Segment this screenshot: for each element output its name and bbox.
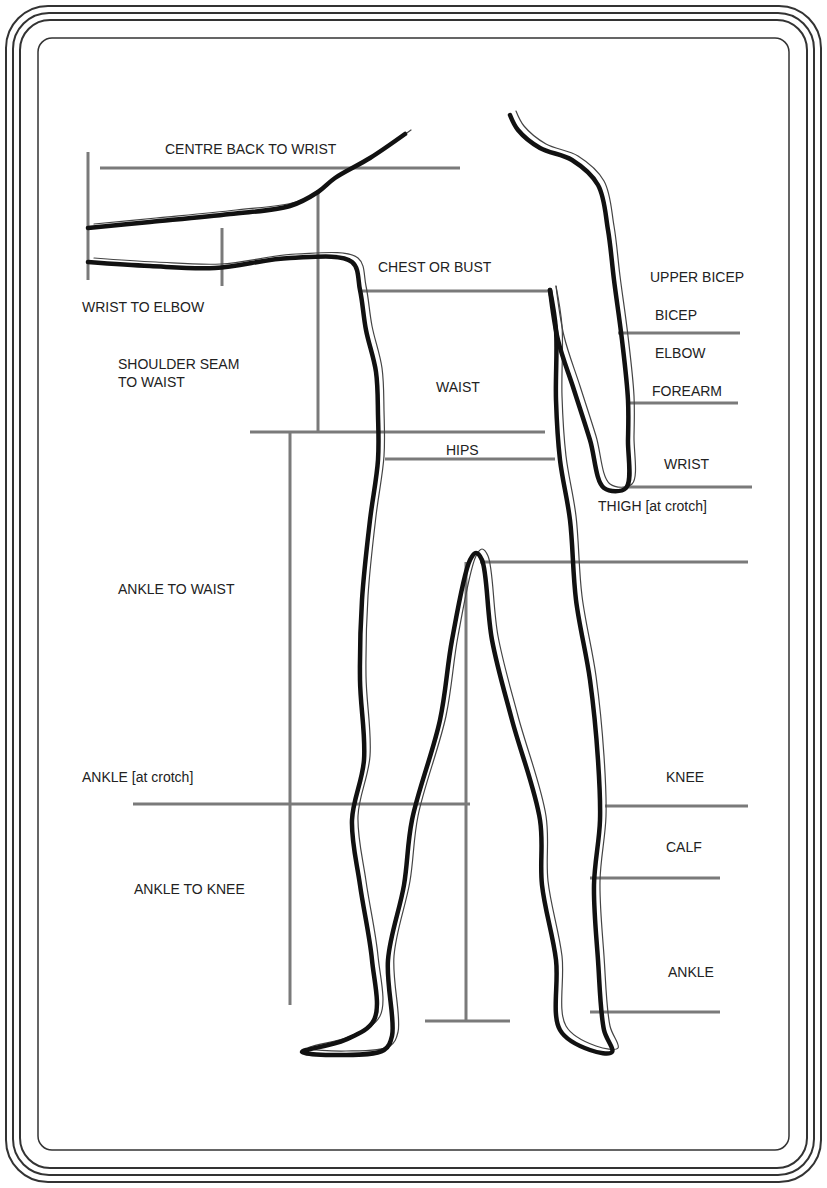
measurement-label: SHOULDER SEAM TO WAIST: [118, 355, 248, 391]
measurement-label: THIGH [at crotch]: [598, 497, 707, 515]
measurement-label: WRIST: [664, 455, 709, 473]
measurement-label: HIPS: [446, 441, 479, 459]
measurement-label: ANKLE TO WAIST: [118, 580, 234, 598]
body-outline: [88, 111, 636, 1055]
measurement-label: BICEP: [655, 306, 697, 324]
body-contour: [88, 256, 612, 1055]
body-contour: [88, 134, 405, 228]
measurement-label: FOREARM: [652, 382, 722, 400]
frame: [6, 6, 821, 1182]
measure-lines: [88, 152, 752, 1021]
measurement-label: ANKLE [at crotch]: [82, 768, 193, 786]
measurement-label: CENTRE BACK TO WRIST: [165, 140, 336, 158]
body-contour: [510, 115, 630, 491]
measurement-label: UPPER BICEP: [650, 268, 744, 286]
body-contour: [94, 252, 618, 1051]
measurement-label: KNEE: [666, 768, 704, 786]
measurement-label: ANKLE: [668, 963, 714, 981]
measurement-label: CALF: [666, 838, 702, 856]
measurement-label: ANKLE TO KNEE: [134, 880, 245, 898]
measurement-label: ELBOW: [655, 344, 706, 362]
measurement-label: WRIST TO ELBOW: [82, 298, 204, 316]
measurement-label: CHEST OR BUST: [378, 258, 491, 276]
measurement-label: WAIST: [436, 378, 480, 396]
